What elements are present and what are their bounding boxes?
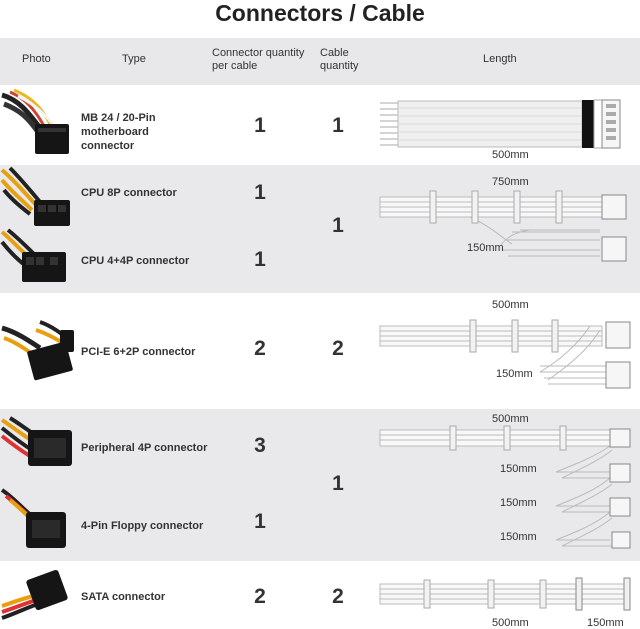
type-pcie: PCI-E 6+2P connector — [81, 346, 196, 358]
type-mb-line1: MB 24 / 20-Pin — [81, 112, 156, 124]
length-sata-branch: 150mm — [587, 617, 624, 629]
length-peripheral-b3: 150mm — [500, 531, 537, 543]
page-title: Connectors / Cable — [215, 0, 425, 26]
type-floppy: 4-Pin Floppy connector — [81, 520, 204, 532]
type-mb-line2: motherboard — [81, 126, 149, 138]
header-cable-quantity-l1: Cable — [320, 47, 349, 59]
cable-qty-pcie: 2 — [332, 337, 344, 360]
header-type: Type — [122, 53, 146, 65]
cpu-cable-diagram — [379, 190, 627, 262]
length-mb: 500mm — [492, 149, 529, 161]
length-pcie-main: 500mm — [492, 299, 529, 311]
sata-connector-photo — [1, 569, 68, 620]
cpu44-connector-photo — [0, 228, 66, 282]
type-cpu8: CPU 8P connector — [81, 187, 177, 199]
header-photo: Photo — [22, 53, 51, 65]
row-pcie — [0, 293, 640, 409]
length-peripheral-main: 500mm — [492, 413, 529, 425]
type-mb-line3: connector — [81, 140, 135, 152]
header-cable-quantity-l2: quantity — [320, 60, 359, 72]
length-cpu44: 150mm — [467, 242, 504, 254]
mb-connector-photo — [1, 88, 69, 154]
pcie-cable-diagram — [379, 319, 631, 389]
header-connector-quantity-l1: Connector quantity — [212, 47, 305, 59]
cable-qty-cpu: 1 — [332, 214, 344, 237]
length-peripheral-b1: 150mm — [500, 463, 537, 475]
conn-qty-pcie: 2 — [254, 337, 266, 360]
cable-qty-peripheral: 1 — [332, 472, 344, 495]
conn-qty-cpu44: 1 — [254, 248, 266, 271]
conn-qty-mb: 1 — [254, 114, 266, 137]
conn-qty-sata: 2 — [254, 585, 266, 608]
header-length: Length — [483, 53, 517, 65]
length-pcie-branch: 150mm — [496, 368, 533, 380]
conn-qty-cpu8: 1 — [254, 181, 266, 204]
peripheral-cable-diagram — [379, 425, 631, 549]
pcie-connector-photo — [1, 320, 74, 381]
cpu8-connector-photo — [0, 166, 70, 226]
type-cpu44: CPU 4+4P connector — [81, 255, 190, 267]
header-connector-quantity-l2: per cable — [212, 60, 258, 72]
cable-qty-mb: 1 — [332, 114, 344, 137]
row-cpu — [0, 165, 640, 293]
length-cpu8: 750mm — [492, 176, 529, 188]
table-header: Photo Type Connector quantity per cable … — [0, 38, 640, 85]
mb-cable-diagram — [380, 99, 621, 149]
type-sata: SATA connector — [81, 591, 166, 603]
sata-cable-diagram — [379, 577, 631, 611]
type-peripheral: Peripheral 4P connector — [81, 442, 208, 454]
length-sata-main: 500mm — [492, 617, 529, 629]
peripheral-connector-photo — [0, 416, 72, 466]
length-peripheral-b2: 150mm — [500, 497, 537, 509]
conn-qty-peripheral: 3 — [254, 434, 266, 457]
cable-qty-sata: 2 — [332, 585, 344, 608]
floppy-connector-photo — [0, 488, 66, 548]
conn-qty-floppy: 1 — [254, 510, 266, 533]
